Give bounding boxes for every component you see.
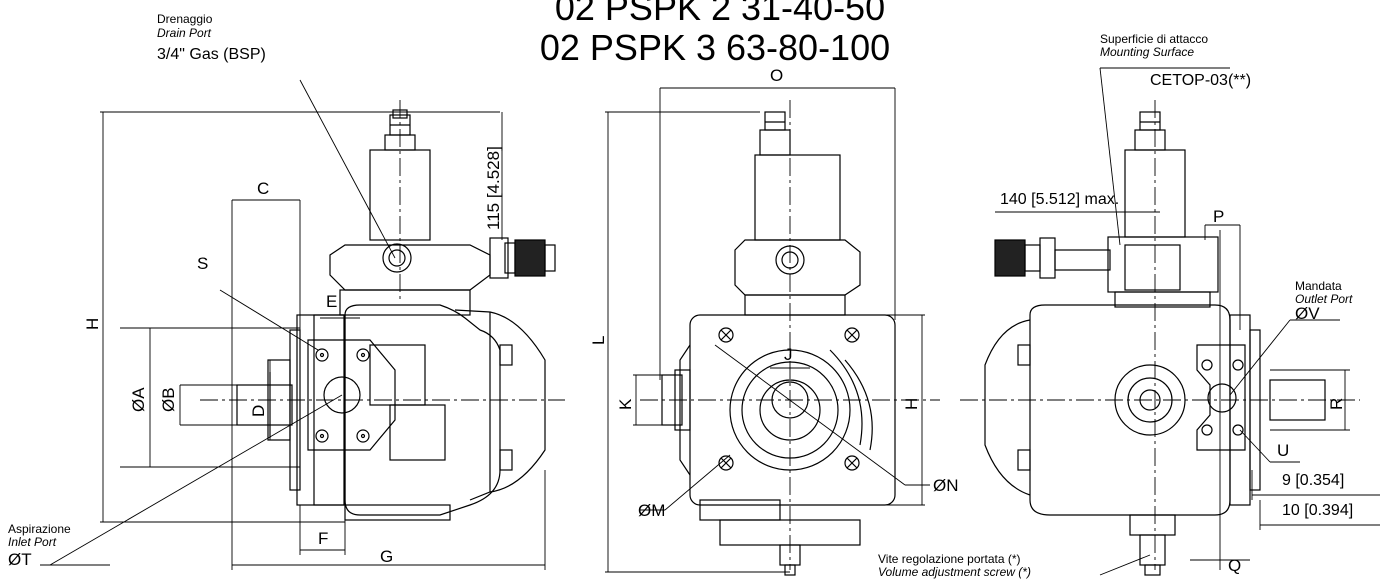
left-side-view xyxy=(236,109,556,521)
dim-a: ØA xyxy=(129,387,148,412)
dim-p: P xyxy=(1213,207,1225,226)
left-view-dimensions xyxy=(40,79,565,570)
dim-j: J xyxy=(784,345,793,364)
dim-b: ØB xyxy=(159,387,178,412)
mounting-surface-standard: CETOP-03(**) xyxy=(1150,72,1252,89)
title-line-2: 02 PSPK 3 63-80-100 xyxy=(539,27,891,68)
inlet-port-label-en: Inlet Port xyxy=(8,535,57,549)
outlet-port-label-it: Mandata xyxy=(1295,279,1342,293)
dim-m: ØM xyxy=(638,501,666,520)
dim-d: D xyxy=(249,404,268,417)
drain-port-label-it: Drenaggio xyxy=(157,12,213,26)
mounting-surface-label-en: Mounting Surface xyxy=(1100,45,1195,59)
dim-s: S xyxy=(197,254,209,273)
inlet-port-label-it: Aspirazione xyxy=(8,522,71,536)
dim-e: E xyxy=(326,292,338,311)
adjust-screw-label-en: Volume adjustment screw (*) xyxy=(878,565,1031,579)
right-view-dimensions xyxy=(960,67,1380,576)
dim-k: K xyxy=(616,398,635,410)
drain-port-label-en: Drain Port xyxy=(157,26,212,40)
adjust-screw-label-it: Vite regolazione portata (*) xyxy=(878,552,1021,566)
drain-port-thread: 3/4" Gas (BSP) xyxy=(157,46,266,63)
dim-f: F xyxy=(318,529,329,548)
inlet-port-diameter: ØT xyxy=(8,550,32,569)
dim-h-center: H xyxy=(902,397,921,410)
dim-height-115: 115 [4.528] xyxy=(484,146,503,230)
dim-l: L xyxy=(589,335,608,345)
dim-h-left: H xyxy=(83,317,102,330)
center-front-view xyxy=(661,111,896,576)
dim-n: ØN xyxy=(933,476,959,495)
title-line-1: 02 PSPK 2 31-40-50 xyxy=(554,0,886,28)
dim-q: Q xyxy=(1228,556,1242,575)
outlet-port-diameter: ØV xyxy=(1295,304,1320,323)
dim-140-max: 140 [5.512] max. xyxy=(1000,191,1120,208)
outlet-port-label-en: Outlet Port xyxy=(1295,292,1353,306)
dim-o: O xyxy=(770,66,784,85)
mounting-surface-label-it: Superficie di attacco xyxy=(1100,32,1209,46)
dim-9: 9 [0.354] xyxy=(1282,472,1345,489)
right-rear-view xyxy=(984,111,1326,576)
dim-g: G xyxy=(380,547,394,566)
dim-10: 10 [0.394] xyxy=(1282,502,1354,519)
dim-r: R xyxy=(1327,397,1346,410)
dim-u: U xyxy=(1277,441,1290,460)
dim-c: C xyxy=(257,179,270,198)
center-view-dimensions xyxy=(605,87,940,573)
